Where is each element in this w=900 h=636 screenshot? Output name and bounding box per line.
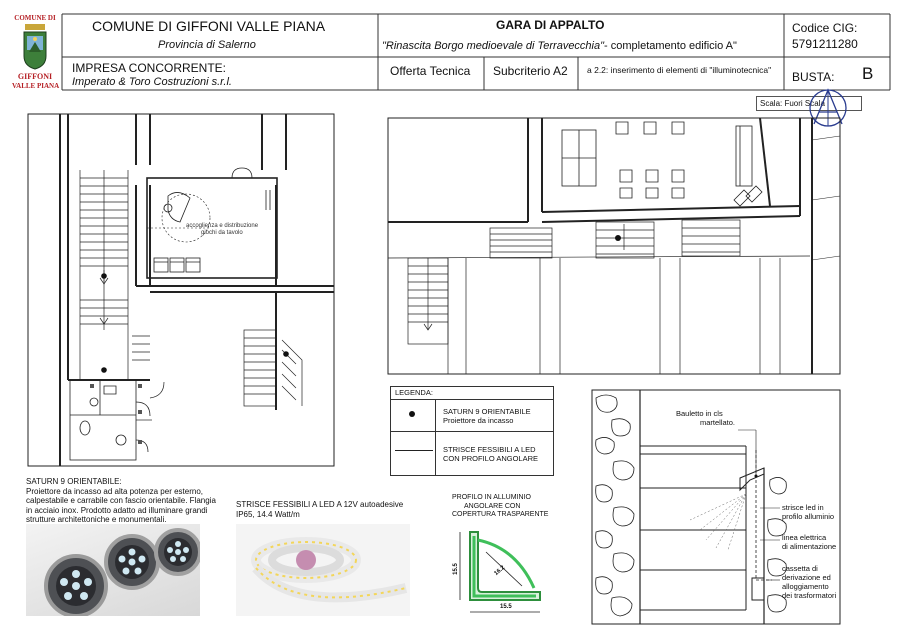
project-title-italic: "Rinascita Borgo medioevale di Terravecc…: [382, 40, 605, 52]
strip-caption: STRISCE FESSIBILI A LED A 12V autoadesiv…: [236, 500, 404, 519]
municipality-logo: COMUNE DI GIFFONI VALLE PIANA: [12, 14, 60, 92]
profile-dimension-1: 15.5: [452, 563, 459, 575]
legend-box: LEGENDA: SATURN 9 ORIENTABILE Proiettore…: [390, 386, 554, 476]
saturn-light-marker: [101, 367, 107, 373]
room-label-line-1: accoglienza e distribuzione: [186, 223, 259, 229]
provincia-subtitle: Provincia di Salerno: [158, 39, 256, 51]
profile-line-3: COPERTURA TRASPARENTE: [452, 511, 549, 518]
saturn-title: SATURN 9 ORIENTABILE:: [26, 477, 122, 486]
section-label-4b: derivazione ed: [782, 573, 831, 582]
logo-text-bottom-2: VALLE PIANA: [12, 82, 60, 90]
spotlight-icon: [44, 528, 200, 616]
profile-caption: PROFILO IN ALLUMINIO ANGOLARE CON COPERT…: [452, 494, 572, 520]
saturn-light-marker: [283, 351, 289, 357]
logo-text-bottom-1: GIFFONI: [17, 72, 53, 81]
legend-divider: [435, 399, 436, 475]
legend-item2-line2: CON PROFILO ANGOLARE: [443, 454, 539, 463]
led-strip-icon: [251, 537, 408, 603]
legend-row-divider: [391, 431, 553, 432]
section-label-3b: di alimentazione: [782, 542, 837, 551]
subcriterio-label: Subcriterio A2: [493, 64, 568, 78]
busta-value: B: [862, 64, 874, 83]
logo-text-top: COMUNE DI: [14, 14, 56, 22]
section-label-4c: alloggiamento: [782, 582, 829, 591]
impresa-name: Imperato & Toro Costruzioni s.r.l.: [72, 76, 232, 88]
section-label-2b: profilo alluminio: [782, 512, 835, 521]
coat-of-arms-icon: [23, 24, 47, 70]
title-block-grid: [61, 13, 891, 91]
codice-label: Codice CIG:: [792, 21, 858, 35]
legend-dot-icon: [409, 411, 415, 417]
profile-line-1: PROFILO IN ALLUMINIO: [452, 494, 531, 501]
legend-title-row: LEGENDA:: [391, 387, 553, 400]
legend-item2-line1: STRISCE FESSIBILI A LED: [443, 445, 536, 454]
busta-label: BUSTA:: [792, 70, 835, 84]
scale-label: Scala: Fuori Scala: [760, 99, 825, 108]
aluminium-profile-drawing: [459, 531, 541, 613]
room-label-line-2: giochi da tavolo: [201, 230, 243, 236]
section-label-2a: strisce led in: [782, 503, 824, 512]
led-strip-photo: [236, 524, 410, 616]
legend-item1-line1: SATURN 9 ORIENTABILE: [443, 407, 531, 416]
impresa-label: IMPRESA CONCORRENTE:: [72, 61, 227, 75]
saturn-description: Proiettore da incasso ad alta potenza pe…: [26, 486, 216, 525]
saturn-light-marker: [101, 273, 107, 279]
gara-title: GARA DI APPALTO: [496, 18, 605, 32]
legend-title: LEGENDA:: [395, 388, 433, 397]
comune-title: COMUNE DI GIFFONI VALLE PIANA: [92, 18, 326, 34]
profile-dimension-2: 15.5: [500, 604, 512, 610]
saturn-product-photo: [26, 524, 200, 616]
section-label-4d: dei trasformatori: [782, 591, 837, 600]
project-title: "Rinascita Borgo medioevale di Terravecc…: [382, 40, 737, 52]
section-label-3a: linea elettrica: [782, 533, 827, 542]
saturn-caption: SATURN 9 ORIENTABILE: Proiettore da inca…: [26, 477, 218, 525]
section-label-1b: martellato.: [700, 418, 736, 427]
legend-item1-line2: Proiettore da incasso: [443, 416, 514, 425]
scale-box: Scala: Fuori Scala: [756, 96, 862, 111]
saturn-light-marker: [615, 235, 621, 241]
offerta-label: Offerta Tecnica: [390, 64, 471, 78]
section-label-4a: cassetta di: [782, 564, 818, 573]
profile-line-2: ANGOLARE CON: [464, 502, 521, 510]
subcriterio-description: a 2.2: inserimento di elementi di "illum…: [587, 65, 772, 75]
north-arrow-icon: [809, 88, 847, 127]
project-title-suffix: - completamento edificio A": [604, 40, 737, 52]
codice-value: 5791211280: [792, 37, 858, 51]
legend-line-icon: [395, 450, 433, 451]
section-label-1a: Bauletto in cls: [676, 409, 723, 418]
